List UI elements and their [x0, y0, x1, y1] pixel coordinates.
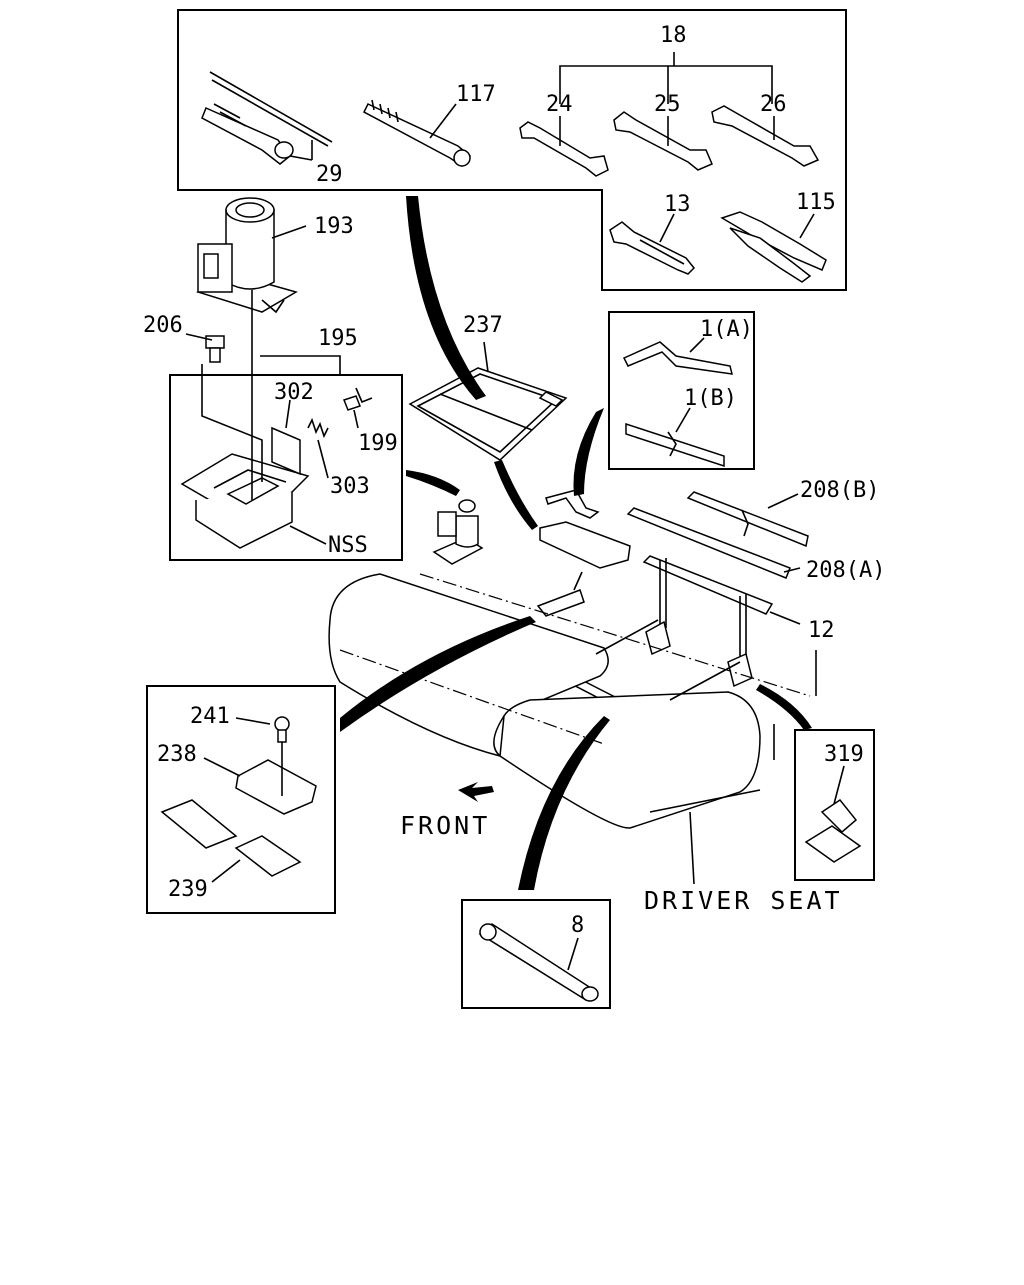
bar-detail-box: [608, 311, 755, 470]
label-302: 302: [274, 380, 314, 405]
label-238: 238: [157, 742, 197, 767]
wrench-24: [519, 121, 609, 177]
label-208a: 208(A): [806, 558, 885, 583]
label-1a: 1(A): [700, 317, 753, 342]
label-303: 303: [330, 474, 370, 499]
label-nss: NSS: [328, 533, 368, 558]
wrench-25: [613, 111, 713, 171]
bracket-detail-box: [146, 685, 336, 914]
label-239: 239: [168, 877, 208, 902]
jack-handle-set-29: [201, 71, 333, 165]
jack-193: [196, 197, 298, 314]
label-24: 24: [546, 92, 573, 117]
front-label: FRONT: [400, 811, 490, 840]
pad-part: [539, 521, 631, 569]
tool-kit-box: [177, 9, 847, 291]
label-13: 13: [664, 192, 691, 217]
label-1b: 1(B): [684, 386, 737, 411]
driver-seat-label: DRIVER SEAT: [644, 886, 843, 915]
label-29: 29: [316, 162, 343, 187]
pliers-115: [720, 211, 827, 283]
clip-detail-box: [794, 729, 875, 881]
arrow-left-down-icon: [458, 782, 494, 802]
callout-arrows: [340, 196, 812, 890]
extension-bar-117: [363, 99, 472, 168]
wrench-26: [711, 105, 820, 167]
bracket-part: [536, 571, 585, 617]
jack-tray-nss: [180, 426, 310, 549]
spring-303: [307, 417, 329, 439]
rod-208a: [626, 507, 791, 579]
rod-208b: [686, 491, 809, 548]
mini-jack: [432, 499, 484, 565]
holder-239: [160, 799, 302, 877]
tool-cover-237: [408, 367, 568, 461]
bar-1a: [622, 341, 733, 375]
label-241: 241: [190, 704, 230, 729]
label-18: 18: [660, 23, 687, 48]
seat-cushions: [328, 573, 817, 829]
bracket-238: [235, 722, 317, 815]
jack-tray-box: [169, 374, 403, 561]
label-199: 199: [358, 431, 398, 456]
label-206: 206: [143, 313, 183, 338]
clip-319: [804, 798, 862, 863]
label-8: 8: [571, 913, 584, 938]
bar-1b: [625, 422, 725, 468]
label-117: 117: [456, 82, 496, 107]
bolt-241: [274, 716, 290, 743]
label-115: 115: [796, 190, 836, 215]
handle-hook: [545, 489, 600, 519]
label-12: 12: [808, 618, 835, 643]
label-25: 25: [654, 92, 681, 117]
label-319: 319: [824, 742, 864, 767]
lug-wrench-8: [478, 923, 599, 1002]
adjustable-wrench-13: [609, 221, 696, 275]
label-195: 195: [318, 326, 358, 351]
label-26: 26: [760, 92, 787, 117]
label-193: 193: [314, 214, 354, 239]
wrench-detail-box: [461, 899, 611, 1009]
label-237: 237: [463, 313, 503, 338]
wing-bolt-199: [343, 387, 373, 411]
label-208b: 208(B): [800, 478, 879, 503]
leader-lines: [185, 52, 845, 971]
